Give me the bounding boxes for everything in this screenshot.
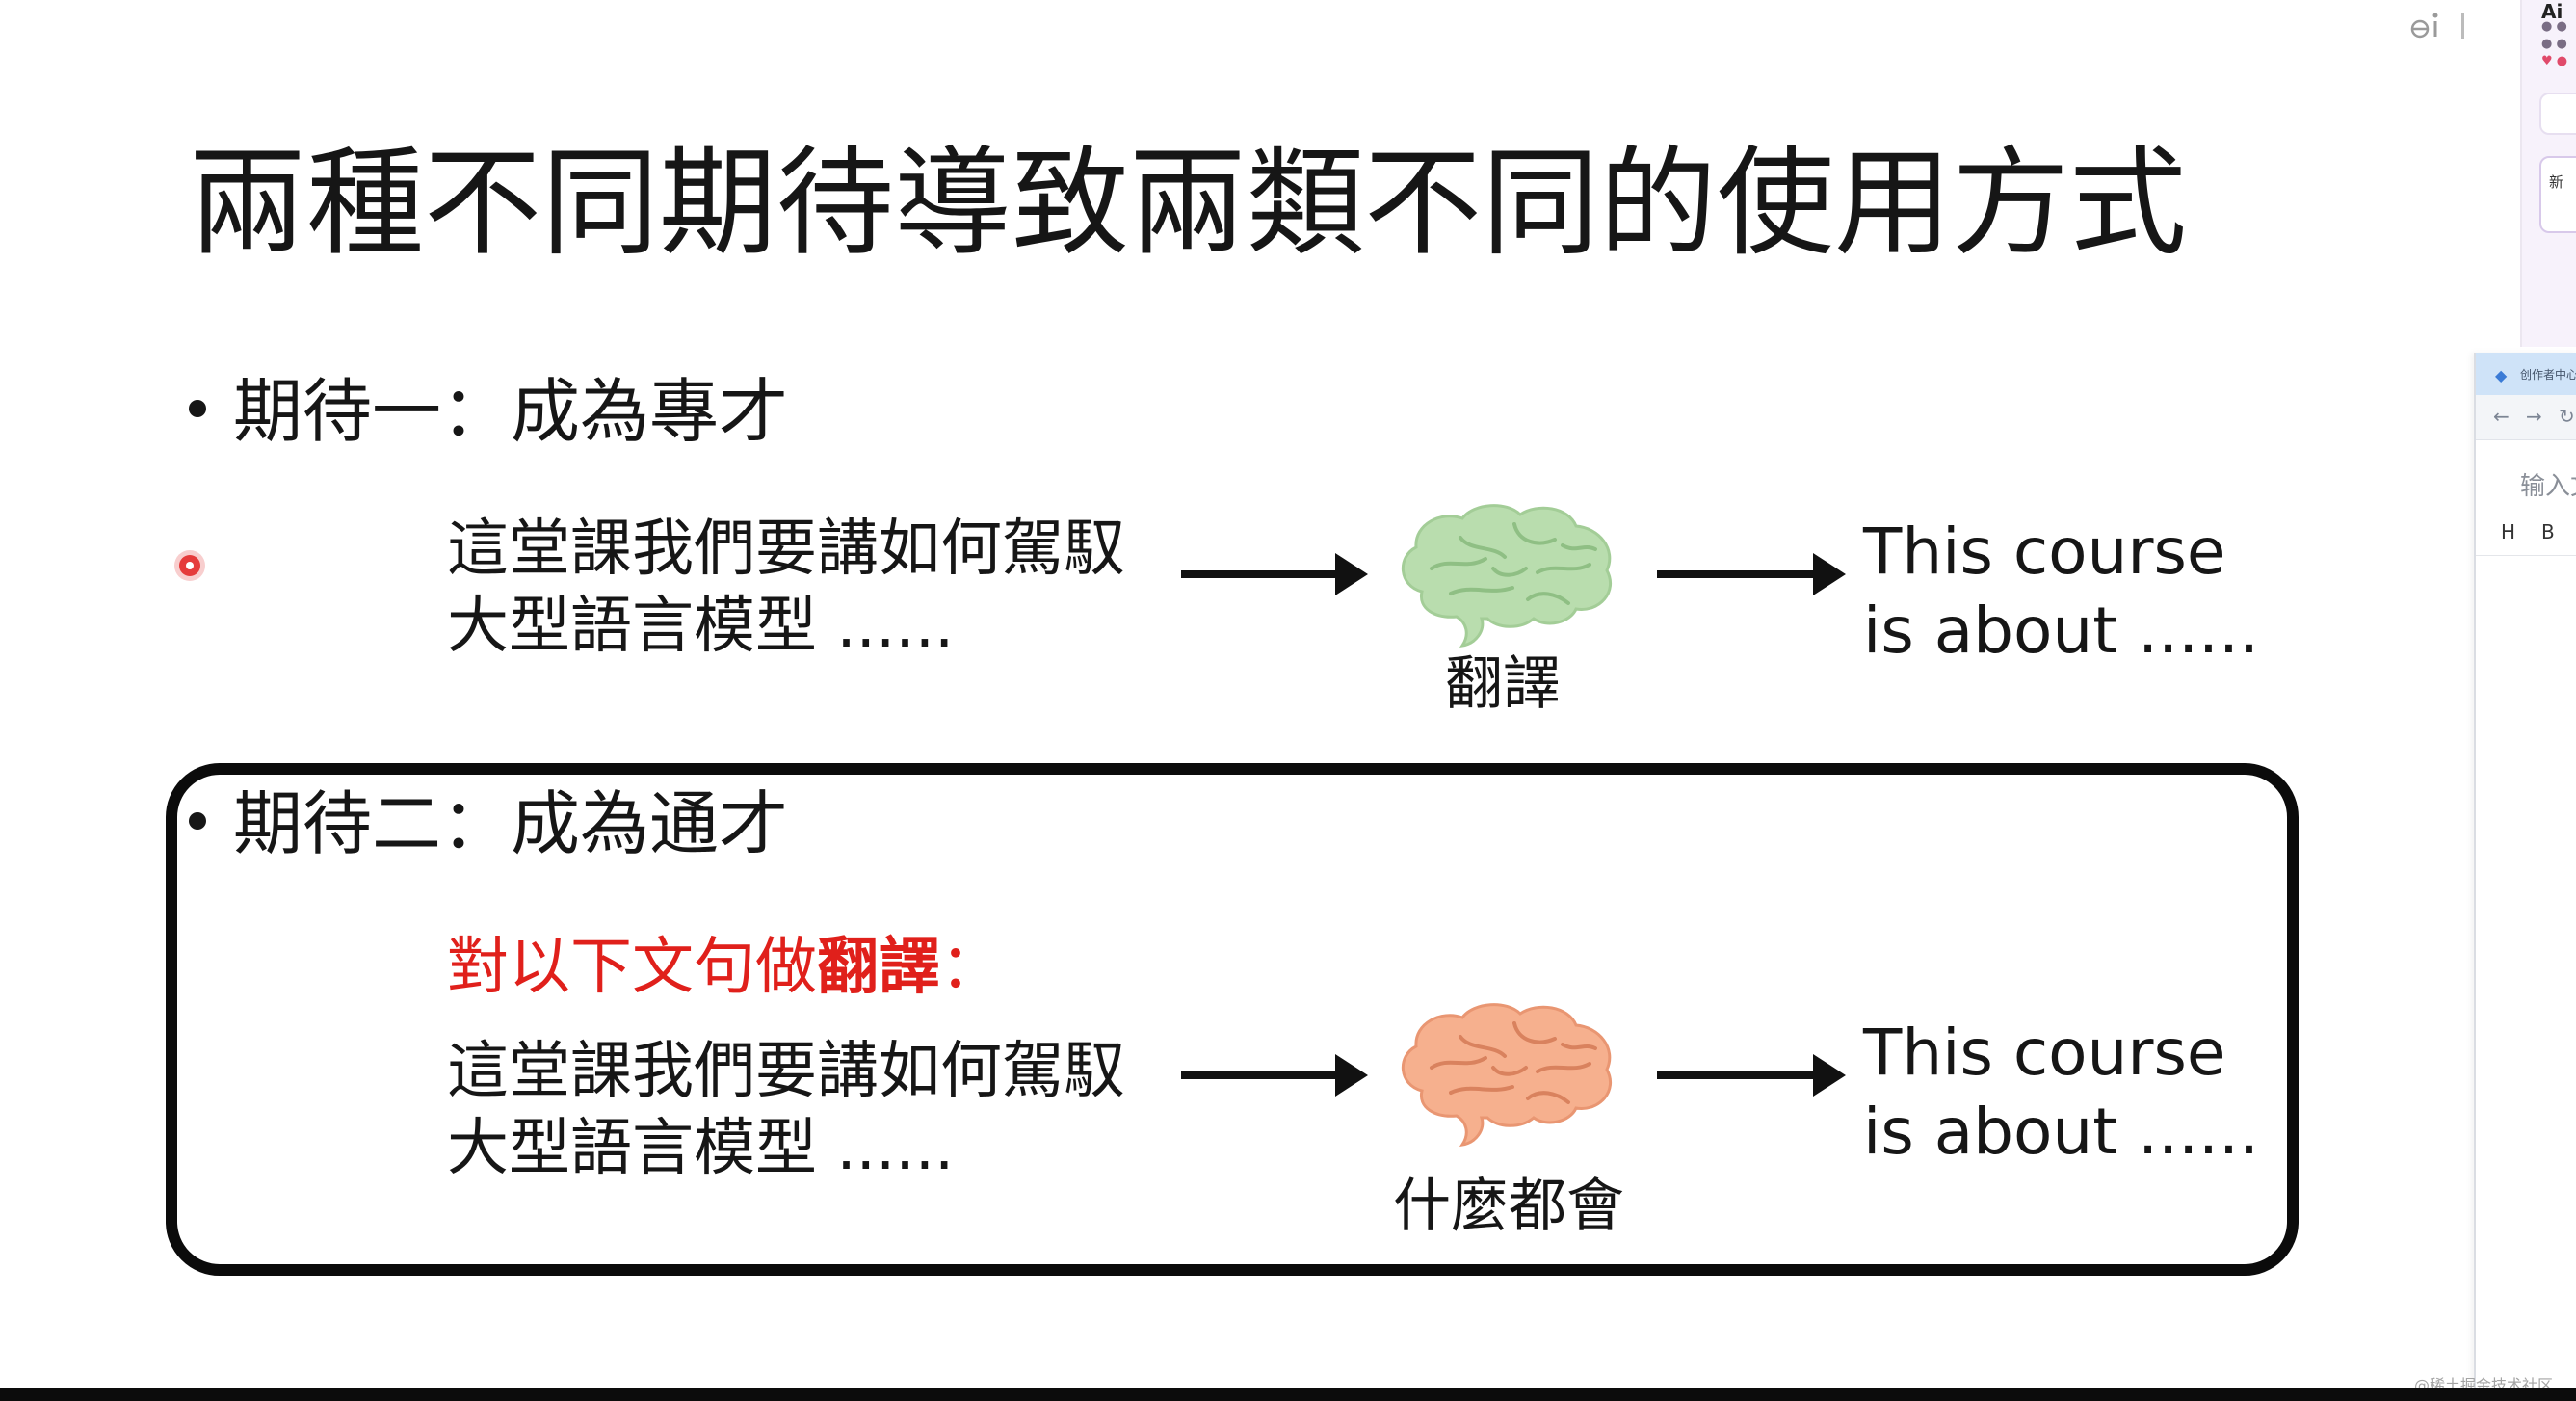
- output-text-generalist: This course is about ......: [1863, 1014, 2259, 1172]
- presentation-slide: 兩種不同期待導致兩類不同的使用方式 期待一：成為專才 這堂課我們要講如何駕馭 大…: [166, 12, 2464, 1276]
- source-text-specialist: 這堂課我們要講如何駕馭 大型語言模型 ......: [447, 511, 1125, 665]
- toolbar-separator: [2461, 13, 2464, 39]
- heading-format-button[interactable]: H: [2501, 520, 2516, 543]
- expectation-one-text: 期待一：成為專才: [233, 371, 789, 452]
- new-chat-card[interactable]: 新: [2539, 156, 2576, 233]
- instruction-bold: 翻譯: [817, 932, 940, 1003]
- generalist-brain-label: 什麼都會: [1393, 1173, 1624, 1240]
- bold-format-button[interactable]: B: [2541, 520, 2555, 543]
- source-line-2: 大型語言模型 ......: [447, 591, 955, 662]
- bullet-expectation-two: 期待二：成為通才: [189, 780, 788, 867]
- mini-title: Ai: [2541, 0, 2563, 23]
- browser-navbar: ← → ↻: [2476, 395, 2576, 440]
- chat-input-box[interactable]: [2539, 93, 2576, 135]
- right-arrow-icon: [1181, 1046, 1368, 1104]
- instruction-text: 對以下文句做翻譯：: [447, 929, 1002, 1006]
- toolbar-divider: [2476, 555, 2576, 556]
- editor-title-input[interactable]: 输入文: [2520, 472, 2576, 501]
- mini-item: ● ●: [2541, 19, 2567, 34]
- right-arrow-icon: [1181, 545, 1368, 603]
- laser-pointer-dot: [179, 555, 200, 576]
- source-line-2: 大型語言模型 ......: [447, 1113, 955, 1184]
- source-line-1: 這堂課我們要講如何駕馭: [447, 514, 1125, 585]
- output-text-specialist: This course is about ......: [1863, 513, 2259, 671]
- mini-item: ● ●: [2541, 37, 2567, 51]
- source-line-1: 這堂課我們要講如何駕馭: [447, 1036, 1125, 1107]
- mini-item: ♥ ●: [2541, 54, 2568, 68]
- output-line-1: This course: [1863, 515, 2226, 589]
- browser-tab-title: 创作者中心: [2520, 368, 2576, 382]
- diamond-icon: ◆: [2495, 366, 2508, 384]
- output-line-2: is about ......: [1863, 594, 2259, 668]
- slide-title: 兩種不同期待導致兩類不同的使用方式: [189, 135, 2187, 272]
- source-text-generalist: 這堂課我們要講如何駕馭 大型語言模型 ......: [447, 1033, 1125, 1187]
- browser-tab[interactable]: ◆ 创作者中心: [2476, 353, 2576, 395]
- bullet-dot: [189, 812, 206, 831]
- brain-icon: [1401, 504, 1613, 648]
- side-browser-window: ◆ 创作者中心 ← → ↻ 输入文 H B: [2474, 353, 2576, 1388]
- bullet-expectation-one: 期待一：成為專才: [189, 368, 788, 455]
- right-arrow-icon: [1657, 545, 1846, 603]
- instruction-suffix: ：: [940, 932, 1002, 1003]
- refresh-icon[interactable]: ↻: [2559, 405, 2575, 428]
- forward-arrow-icon[interactable]: →: [2526, 405, 2542, 428]
- ei-icon[interactable]: [2408, 12, 2443, 40]
- brain-icon: [1401, 1003, 1613, 1147]
- bullet-dot: [189, 400, 206, 418]
- back-arrow-icon[interactable]: ←: [2493, 405, 2510, 428]
- side-chat-panel: Ai ● ● ● ● ♥ ● 新: [2520, 0, 2576, 347]
- output-line-1: This course: [1863, 1016, 2226, 1090]
- specialist-brain-label: 翻譯: [1445, 650, 1561, 718]
- instruction-prefix: 對以下文句做: [447, 932, 817, 1003]
- expectation-two-text: 期待二：成為通才: [233, 783, 789, 864]
- generalist-highlight-box: [166, 763, 2299, 1276]
- right-arrow-icon: [1657, 1046, 1846, 1104]
- bottom-bar: [0, 1388, 2576, 1401]
- new-label: 新: [2549, 173, 2564, 191]
- output-line-2: is about ......: [1863, 1095, 2259, 1169]
